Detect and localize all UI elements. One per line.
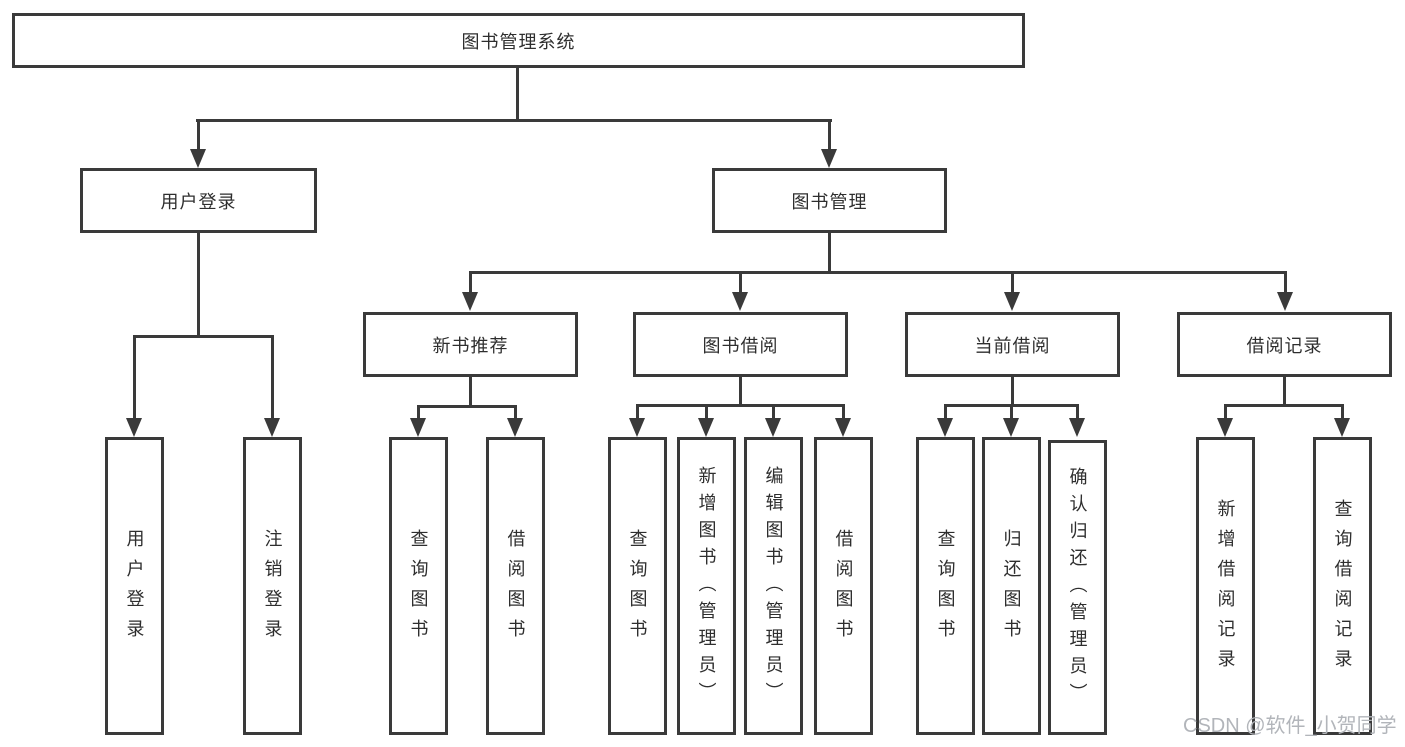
node-leaf-confirm-return-admin: 确认归还（管理员） [1048, 440, 1107, 735]
node-book-management: 图书管理 [712, 168, 947, 233]
arrow-down-icon [1003, 418, 1019, 437]
connector-line [133, 335, 136, 419]
node-leaf-borrow-books-borrowing: 借阅图书 [814, 437, 873, 735]
node-leaf-edit-books-admin: 编辑图书（管理员） [744, 437, 803, 735]
connector-line [1224, 404, 1343, 407]
connector-line [516, 68, 519, 119]
connector-line [1010, 404, 1013, 419]
connector-line [828, 119, 831, 150]
node-leaf-user-login: 用户登录 [105, 437, 164, 735]
connector-line [1224, 404, 1227, 419]
connector-line [739, 377, 742, 404]
arrow-down-icon [507, 418, 523, 437]
csdn-watermark: CSDN @软件_小贺同学 [1183, 715, 1397, 737]
arrow-down-icon [264, 418, 280, 437]
connector-line [1011, 271, 1014, 294]
connector-line [842, 404, 845, 419]
arrow-down-icon [629, 418, 645, 437]
connector-line [705, 404, 708, 419]
node-leaf-logout: 注销登录 [243, 437, 302, 735]
connector-line [514, 405, 517, 419]
connector-line [739, 271, 742, 294]
arrow-down-icon [1277, 292, 1293, 311]
connector-line [133, 335, 273, 338]
node-leaf-add-borrow-record: 新增借阅记录 [1196, 437, 1255, 735]
arrow-down-icon [462, 292, 478, 311]
connector-line [1283, 377, 1286, 404]
connector-line [469, 271, 1286, 274]
connector-line [469, 377, 472, 405]
arrow-down-icon [937, 418, 953, 437]
arrow-down-icon [1334, 418, 1350, 437]
connector-line [197, 233, 200, 335]
arrow-down-icon [1069, 418, 1085, 437]
connector-line [1076, 404, 1079, 419]
node-new-book-recommend: 新书推荐 [363, 312, 578, 377]
connector-line [1011, 377, 1014, 404]
arrow-down-icon [126, 418, 142, 437]
node-library-system: 图书管理系统 [12, 13, 1025, 68]
arrow-down-icon [821, 149, 837, 168]
arrow-down-icon [765, 418, 781, 437]
connector-line [1284, 271, 1287, 294]
arrow-down-icon [835, 418, 851, 437]
arrow-down-icon [732, 292, 748, 311]
connector-line [417, 405, 420, 419]
arrow-down-icon [410, 418, 426, 437]
node-user-login: 用户登录 [80, 168, 317, 233]
node-current-borrowing: 当前借阅 [905, 312, 1120, 377]
node-book-borrowing: 图书借阅 [633, 312, 848, 377]
connector-line [196, 119, 832, 122]
arrow-down-icon [698, 418, 714, 437]
connector-line [197, 119, 200, 150]
connector-line [469, 271, 472, 294]
node-leaf-query-books-current: 查询图书 [916, 437, 975, 735]
node-leaf-return-books: 归还图书 [982, 437, 1041, 735]
node-leaf-query-books-recommend: 查询图书 [389, 437, 448, 735]
arrow-down-icon [190, 149, 206, 168]
arrow-down-icon [1217, 418, 1233, 437]
connector-line [636, 404, 639, 419]
connector-line [828, 233, 831, 271]
connector-line [1341, 404, 1344, 419]
node-leaf-borrow-books-recommend: 借阅图书 [486, 437, 545, 735]
connector-line [772, 404, 775, 419]
node-borrowing-records: 借阅记录 [1177, 312, 1392, 377]
node-leaf-add-books-admin: 新增图书（管理员） [677, 437, 736, 735]
connector-line [417, 405, 517, 408]
connector-line [271, 335, 274, 419]
connector-line [636, 404, 844, 407]
node-leaf-query-books-borrowing: 查询图书 [608, 437, 667, 735]
connector-line [944, 404, 947, 419]
arrow-down-icon [1004, 292, 1020, 311]
node-leaf-query-borrow-record: 查询借阅记录 [1313, 437, 1372, 735]
